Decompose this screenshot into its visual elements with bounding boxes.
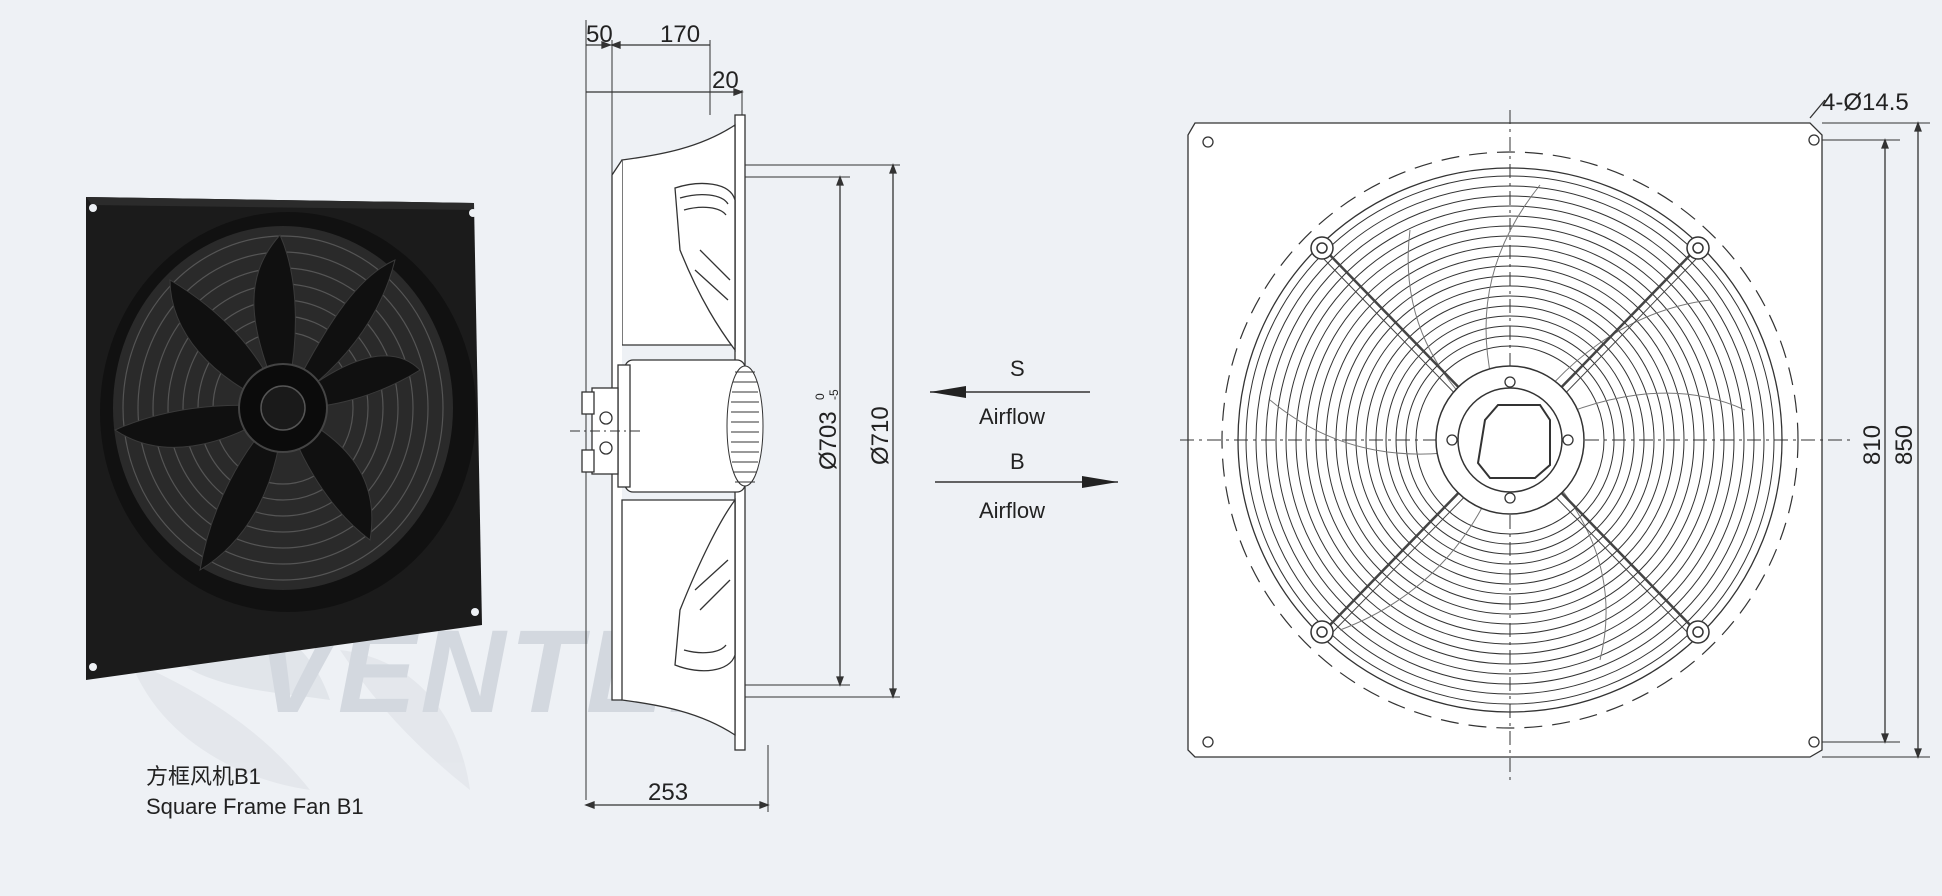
guard-bolts — [1310, 236, 1710, 644]
dim-850: 850 — [1891, 425, 1918, 465]
dim-20: 20 — [712, 67, 739, 94]
caption: 方框风机B1 Square Frame Fan B1 — [146, 762, 364, 822]
dim-703-base: Ø703 — [815, 411, 842, 470]
terminal-box — [1476, 404, 1551, 479]
dim-710: Ø710 — [867, 406, 894, 465]
airflow-s-label: S — [1010, 356, 1025, 381]
airflow-b-text: Airflow — [979, 498, 1045, 523]
mount-hole-tl — [1202, 136, 1214, 148]
caption-cn: 方框风机B1 — [146, 764, 261, 789]
guard-rings — [1245, 175, 1775, 705]
airflow-s-text: Airflow — [979, 404, 1045, 429]
hole-callout: 4-Ø14.5 — [1822, 89, 1909, 116]
fan-photo — [86, 197, 482, 680]
dim-253: 253 — [648, 779, 688, 806]
mount-hole-bl — [1202, 736, 1214, 748]
mount-hole-tr — [1808, 134, 1820, 146]
dim-170: 170 — [660, 21, 700, 48]
caption-en: Square Frame Fan B1 — [146, 794, 364, 819]
airflow-s-arrow-head — [930, 386, 966, 398]
dim-810: 810 — [1859, 425, 1886, 465]
dim-703-tol-lower: -5 — [827, 389, 841, 400]
motor-fins — [726, 365, 764, 487]
mount-hole-br — [1808, 736, 1820, 748]
dim-703-tol-upper: 0 — [813, 393, 827, 400]
front-view — [1180, 99, 1930, 780]
airflow-b-label: B — [1010, 449, 1025, 474]
airflow-arrows — [930, 386, 1118, 488]
side-blade-upper — [674, 182, 736, 352]
airflow-b-arrow-head — [1082, 476, 1118, 488]
side-view — [570, 20, 900, 812]
dim-703: Ø703 0 -5 — [813, 389, 842, 470]
side-blade-lower — [674, 498, 736, 672]
dim-50: 50 — [586, 21, 613, 48]
